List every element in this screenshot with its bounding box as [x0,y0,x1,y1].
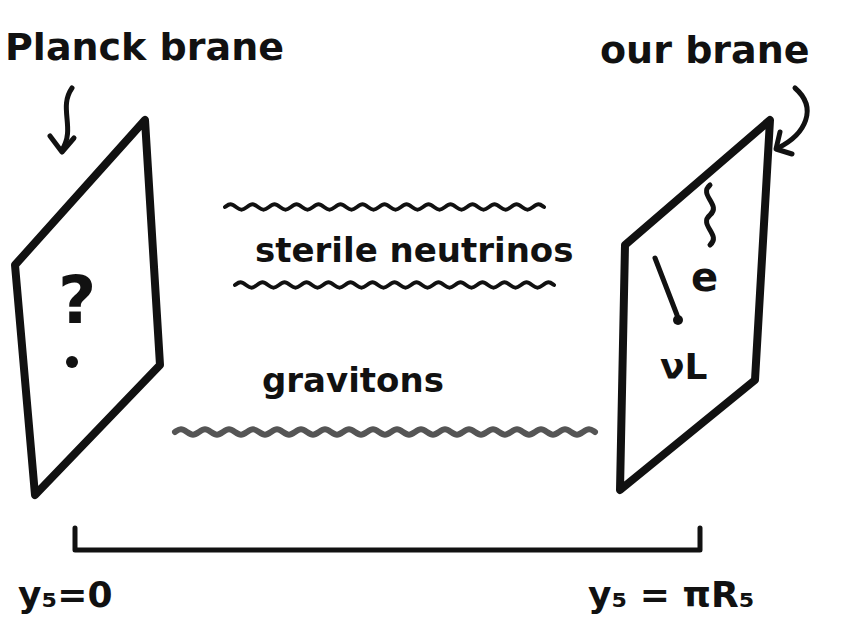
brane-heading: our brane [600,30,810,72]
coordinate-label: y₅=0 [18,575,112,615]
brane-node: our braneeνL [615,115,780,500]
arrow-head [776,132,792,154]
brane-node: Planck brane? [10,115,170,500]
coordinate-label: y₅ = πR₅ [588,575,754,615]
wavy-line [175,429,595,434]
brane-plane [620,120,770,490]
particle-line [655,258,677,315]
field-label: sterile neutrinos [255,232,573,269]
brane-heading: Planck brane [5,27,284,69]
dot-mark [673,315,683,325]
wavy-line [235,282,554,287]
dot-mark [66,356,78,368]
wavy-line [225,204,544,209]
unknown-mark: ? [58,265,96,338]
particle-label: e [691,255,718,299]
particle-line [707,185,714,245]
field-label: gravitons [262,362,444,399]
pointer-arrow [778,88,807,148]
arrow-head [50,136,74,152]
brane-outline [615,115,780,500]
brane-plane [15,120,160,495]
distance-bracket [75,528,700,550]
particle-label: νL [660,347,707,387]
